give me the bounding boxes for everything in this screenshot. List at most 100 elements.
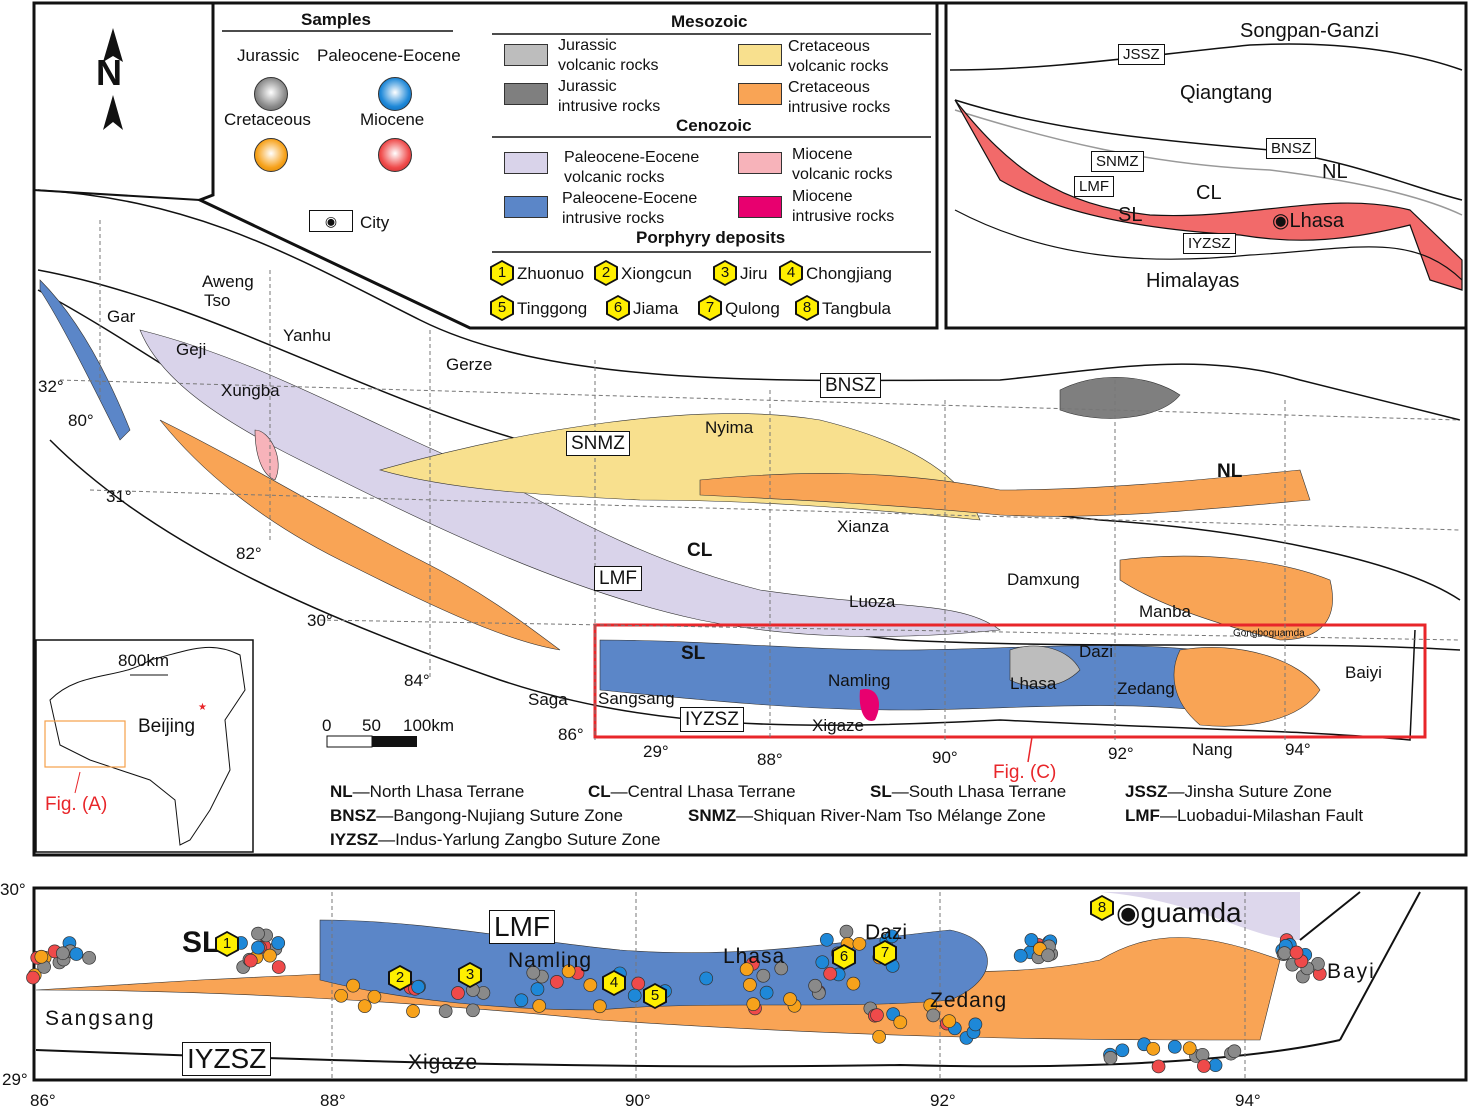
- city-label: Lhasa: [1010, 674, 1057, 693]
- deposit-number: 2: [596, 262, 616, 284]
- fig-c-extent-box: [593, 623, 1427, 739]
- sample-label-paleocene-eocene: Paleocene-Eocene: [317, 46, 461, 65]
- deposit-name: Jiama: [633, 299, 679, 318]
- abbreviation-entry: NL—North Lhasa Terrane: [330, 782, 525, 801]
- south-lhasa-terrane-fill: [954, 99, 1463, 291]
- sample-dot: [1024, 933, 1039, 947]
- sample-dot: [1182, 1041, 1197, 1056]
- sample-dot: [1151, 1059, 1166, 1074]
- sample-dot: [69, 947, 84, 961]
- deposit-name: Tinggong: [517, 299, 588, 318]
- swatch-cretaceous-intrusive: [738, 83, 782, 105]
- north-label: N: [96, 52, 122, 93]
- deposit-name: Zhuonuo: [517, 264, 585, 283]
- abbreviation-entry: SNMZ—Shiquan River-Nam Tso Mélange Zone: [688, 806, 1046, 825]
- deposit-name: Xiongcun: [621, 264, 692, 283]
- city-legend-label: City: [360, 213, 390, 232]
- sample-dot: [926, 1008, 941, 1023]
- zone-label-nl: NL: [1217, 461, 1243, 482]
- graticule-label: 84°: [404, 671, 430, 690]
- mesozoic-title: Mesozoic: [671, 12, 748, 31]
- city-label: Xigaze: [812, 716, 864, 735]
- deposit-name: Chongjiang: [806, 264, 893, 283]
- deposit-number: 3: [715, 262, 735, 284]
- detail-label: IYZSZ: [182, 1042, 272, 1076]
- sample-dot: [1115, 1043, 1130, 1058]
- city-label: Nang: [1192, 740, 1233, 759]
- graticule: [59, 220, 1461, 740]
- sample-dot: [466, 1003, 480, 1018]
- city-label: Dazi: [1079, 642, 1114, 661]
- sample-dot: [1041, 948, 1055, 963]
- city-label: Sangsang: [598, 689, 675, 708]
- city-label: Aweng: [202, 272, 254, 291]
- city-label: Xungba: [221, 381, 280, 400]
- sample-dot: [631, 976, 646, 991]
- sample-dot: [823, 966, 838, 981]
- beijing-label: Beijing: [138, 716, 196, 737]
- inset-label: LMF: [1074, 176, 1114, 197]
- swatch-miocene-volcanic: [738, 152, 782, 174]
- sample-dot: [893, 1015, 908, 1030]
- sample-dot: [55, 946, 70, 961]
- swatch-miocene-intrusive: [738, 196, 782, 218]
- lon-label: 94°: [1235, 1091, 1261, 1110]
- sample-dot: [942, 1014, 957, 1028]
- sample-dot: [699, 971, 714, 986]
- samples-title: Samples: [301, 10, 371, 29]
- deposit-number: 4: [781, 262, 801, 284]
- inset-label: Qiangtang: [1180, 82, 1273, 104]
- deposit-number: 6: [608, 297, 628, 319]
- sample-dot: [592, 999, 607, 1014]
- sample-dot: [406, 1004, 420, 1019]
- abbreviation-entry: LMF—Luobadui-Milashan Fault: [1125, 806, 1364, 825]
- sample-dot: [783, 992, 797, 1006]
- fig-a-label: Fig. (A): [45, 794, 108, 815]
- inset-label: SL: [1118, 204, 1143, 226]
- zone-label-snmz: SNMZ: [566, 431, 630, 456]
- swatch-jurassic-volcanic: [504, 44, 548, 66]
- detail-label: Zedang: [930, 989, 1008, 1012]
- sample-dot: [1013, 948, 1028, 963]
- beijing-star-icon: ★: [198, 702, 207, 713]
- inset-label: NL: [1322, 161, 1348, 183]
- porphyry-title: Porphyry deposits: [636, 228, 786, 247]
- sample-dot: [251, 940, 265, 955]
- swatch-paleocene-eocene-intrusive: [504, 196, 548, 218]
- graticule-label: 32°: [38, 377, 64, 396]
- zone-label-lmf: LMF: [594, 566, 642, 591]
- deposit-marker-number: 6: [834, 946, 854, 968]
- sample-dot: [1208, 1058, 1223, 1073]
- zone-label-cl: CL: [687, 540, 713, 561]
- sample-dot: [1146, 1041, 1161, 1056]
- sample-dot: [357, 999, 372, 1014]
- cenozoic-title: Cenozoic: [676, 116, 752, 135]
- city-label: Zedang: [1117, 679, 1175, 698]
- city-label: Baiyi: [1345, 663, 1382, 682]
- graticule-label: 80°: [68, 411, 94, 430]
- sample-dot: [1227, 1044, 1242, 1059]
- detail-label: Bayi: [1327, 960, 1376, 983]
- detail-label: Xigaze: [408, 1051, 479, 1074]
- sample-dot: [815, 955, 830, 970]
- sample-dot: [756, 968, 771, 983]
- sample-dot: [739, 962, 754, 977]
- deposit-marker-number: 3: [460, 964, 480, 986]
- deposit-name: Qulong: [725, 299, 780, 318]
- graticule-label: 86°: [558, 725, 584, 744]
- inset-label: ◉Lhasa: [1272, 210, 1344, 232]
- lon-label: 90°: [625, 1091, 651, 1110]
- jurassic-volcanic-unit: [1009, 645, 1081, 687]
- sample-dot: [561, 964, 576, 979]
- detail-label: Dazi: [865, 921, 908, 944]
- graticule-label: 29°: [643, 742, 669, 761]
- sample-dot: [271, 936, 286, 950]
- paleocene-eocene-sample-icon: [378, 77, 412, 111]
- sample-dot: [968, 1017, 983, 1032]
